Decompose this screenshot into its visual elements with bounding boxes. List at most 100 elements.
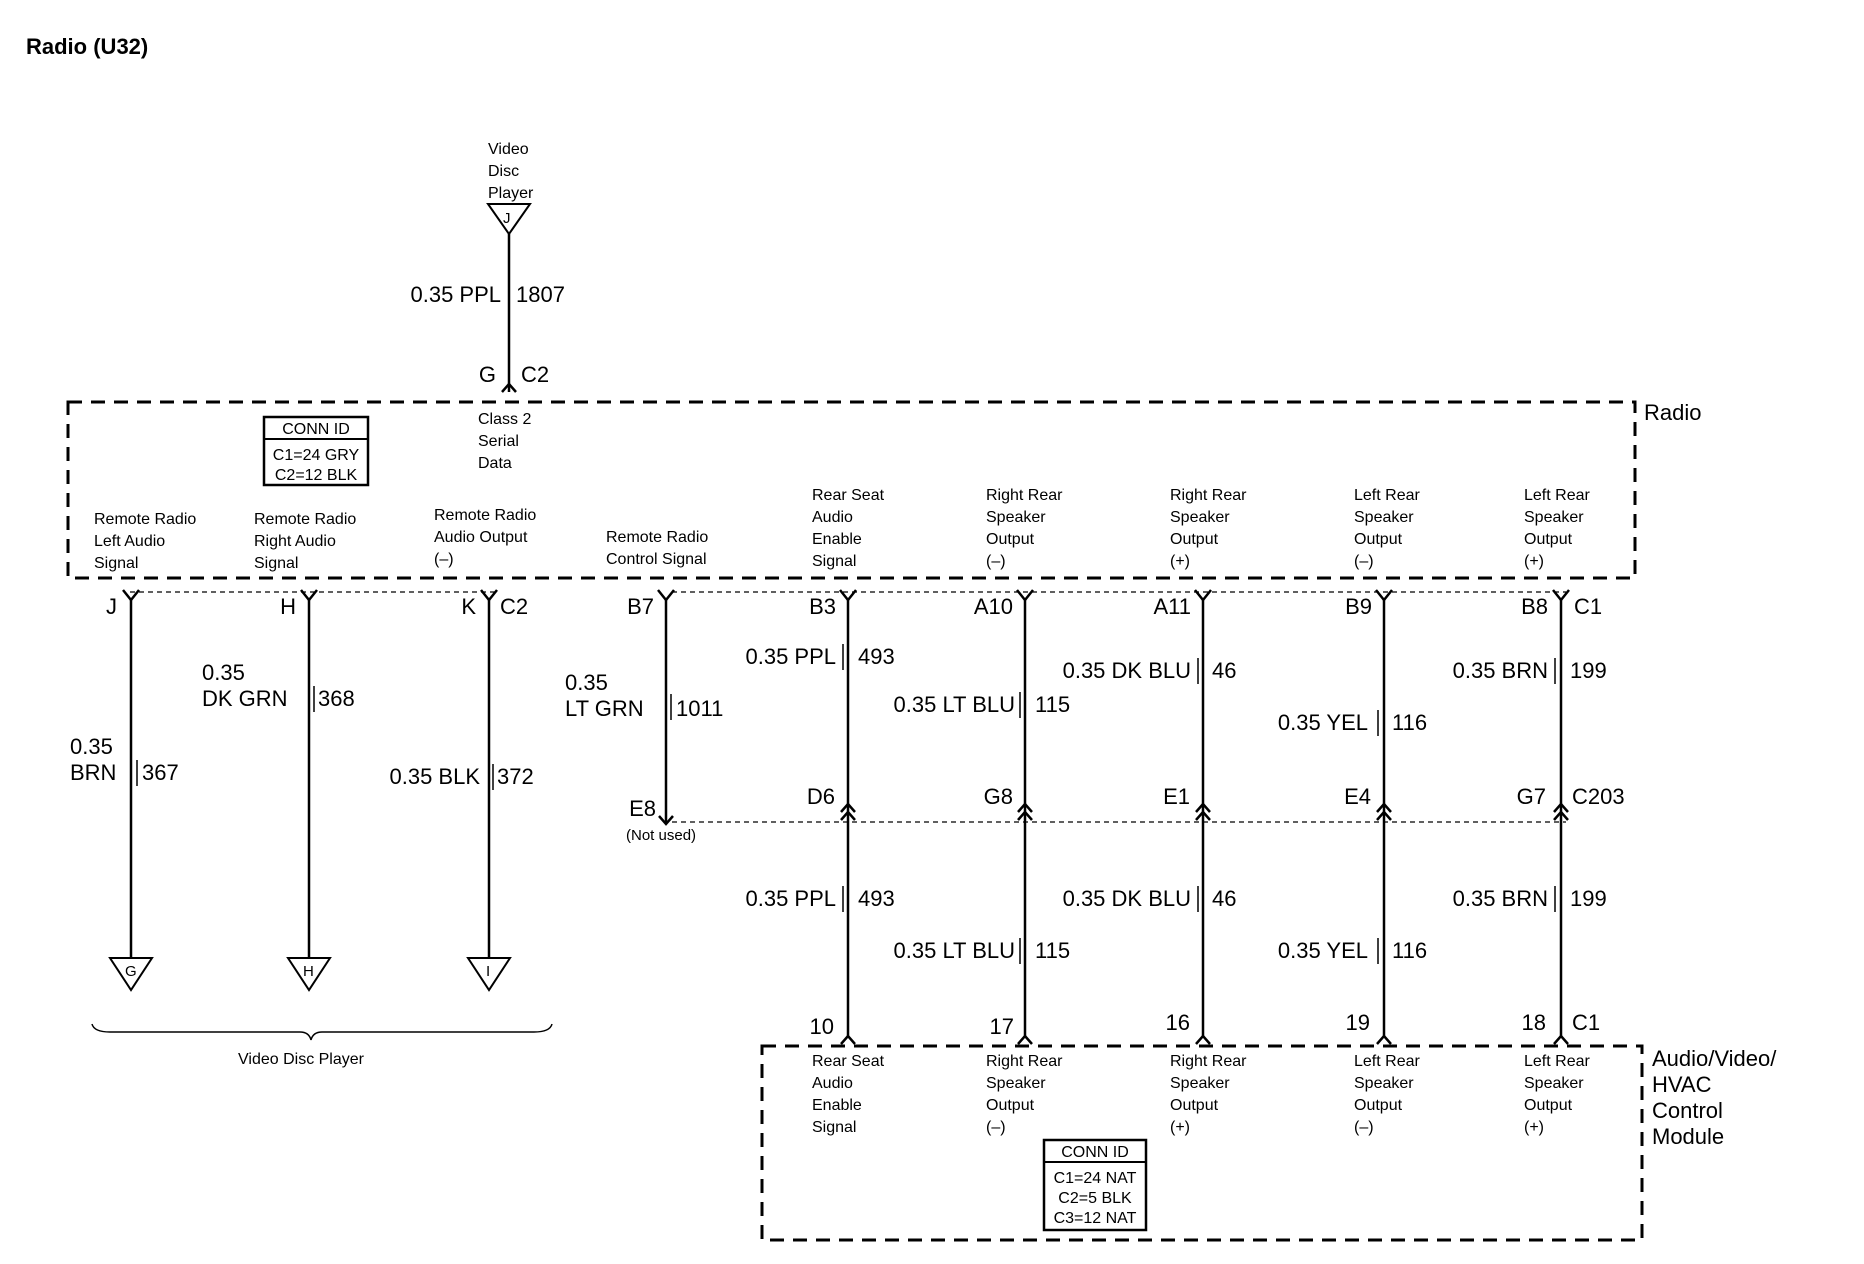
radio-signal-rr-neg: Right Rear Speaker Output (–) [986,487,1063,570]
connector-symbol [1195,802,1211,821]
wire-1807-color: 0.35 PPL [410,282,501,307]
radio-box [66,400,1637,580]
avhvac-label-line: HVAC [1652,1072,1712,1097]
avhvac-box [760,1044,1644,1242]
radio-conn-id-title: CONN ID [282,421,350,438]
avhvac-pin-16: 16 [1166,1010,1190,1035]
radio-signal-line: Control Signal [606,551,707,568]
avhvac-label-line: Control [1652,1098,1723,1123]
connector-symbol [840,1034,856,1045]
avhvac-signal-line: Speaker [1524,1075,1584,1092]
connector-symbol [1552,589,1570,603]
avhvac-pin-17: 17 [990,1014,1014,1039]
lower-wire-46-circuit: 46 [1212,886,1236,911]
avhvac-signal-line: Output [1170,1097,1219,1114]
radio-pin-k: K [461,594,476,619]
class2-line3: Data [478,455,512,472]
radio-pin-h: H [280,594,296,619]
wire-367-circuit: 367 [142,760,179,785]
avhvac-signal-line: Rear Seat [812,1053,885,1070]
lower-wire-199-color: 0.35 BRN [1453,886,1548,911]
radio-signal-line: Remote Radio [254,511,356,528]
wire-372-color: 0.35 BLK [389,764,480,789]
radio-signal-control: Remote Radio Control Signal [606,529,708,568]
avhvac-signal-line: Speaker [986,1075,1046,1092]
avhvac-signal-line: (–) [986,1119,1006,1136]
radio-signal-lr-pos: Left Rear Speaker Output (+) [1524,487,1590,570]
avhvac-conn-id-box [1042,1138,1148,1232]
vdp-terminal-i [466,957,512,992]
avhvac-signal-line: Audio [812,1075,853,1092]
radio-pin-b8: B8 [1521,594,1548,619]
avhvac-signal-rr-neg: Right Rear Speaker Output (–) [986,1053,1063,1136]
avhvac-signal-line: Left Rear [1354,1053,1420,1070]
connector-symbol [1376,1034,1392,1045]
radio-pin-b7: B7 [627,594,654,619]
c203-pin-g8: G8 [984,784,1013,809]
avhvac-conn-id-title: CONN ID [1061,1144,1129,1161]
radio-signal-right-audio: Remote Radio Right Audio Signal [254,511,356,572]
radio-pin-b3: B3 [809,594,836,619]
c203-pin-e4: E4 [1344,784,1371,809]
avhvac-signal-line: Speaker [1170,1075,1230,1092]
avhvac-pin-18: 18 [1522,1010,1546,1035]
avhvac-label: Audio/Video/ HVAC Control Module [1652,1046,1777,1149]
class2-label: Class 2 Serial Data [478,411,531,472]
radio-conn-id: CONN ID C1=24 GRY C2=12 BLK [262,415,370,487]
radio-signal-line: (–) [986,553,1006,570]
radio-signal-line: Left Rear [1354,487,1420,504]
avhvac-pin-10: 10 [810,1014,834,1039]
lower-wire-115-circuit: 115 [1035,938,1070,963]
upper-wire-493-circuit: 493 [858,644,895,669]
wire-368-circuit: 368 [318,686,355,711]
connector-symbol [300,589,318,603]
avhvac-connector-symbols [840,1034,1569,1045]
radio-signal-line: Speaker [1524,509,1584,526]
diagram-title: Radio (U32) [26,34,148,59]
c203-pin-e1: E1 [1163,784,1190,809]
avhvac-conn-id-line3: C3=12 NAT [1054,1210,1137,1227]
radio-signal-line: Signal [94,555,138,572]
connector-symbol [480,589,498,603]
avhvac-signal-line: Enable [812,1097,862,1114]
e8-connector-symbol [658,815,674,826]
avhvac-signal-line: Output [1354,1097,1403,1114]
avhvac-conn-id: CONN ID C1=24 NAT C2=5 BLK C3=12 NAT [1042,1138,1148,1232]
radio-signal-rr-pos: Right Rear Speaker Output (+) [1170,487,1247,570]
radio-label: Radio [1644,400,1701,425]
radio-signal-line: Signal [254,555,298,572]
radio-pin-a10: A10 [974,594,1013,619]
radio-signal-audio-output: Remote Radio Audio Output (–) [434,507,536,568]
vdp-top-label-line2: Disc [488,163,519,180]
avhvac-signal-line: (+) [1524,1119,1544,1136]
avhvac-signal-lr-pos: Left Rear Speaker Output (+) [1524,1053,1590,1136]
radio-conn-id-line1: C1=24 GRY [273,447,360,464]
radio-signal-line: (–) [1354,553,1374,570]
connector-symbol [1017,802,1033,821]
wire-367-color: BRN [70,760,116,785]
vdp-top-label-line3: Player [488,185,534,202]
avhvac-conn-c1: C1 [1572,1010,1600,1035]
top-conn-id: C2 [521,362,549,387]
vdp-pin-g: G [125,963,137,980]
radio-signal-line: Audio [812,509,853,526]
avhvac-signal-line: Signal [812,1119,856,1136]
radio-signal-line: Output [1170,531,1219,548]
lower-wire-46-color: 0.35 DK BLU [1063,886,1191,911]
not-used-label: (Not used) [626,827,696,844]
class2-line1: Class 2 [478,411,531,428]
connector-symbol [657,589,675,603]
radio-conn-id-box [262,415,370,487]
radio-signal-line: Right Rear [1170,487,1247,504]
c203-connector-symbols [840,802,1569,821]
connector-symbol [1553,802,1569,821]
radio-signal-line: (+) [1170,553,1190,570]
wire-368-gauge: 0.35 [202,660,245,685]
radio-signal-line: Left Rear [1524,487,1590,504]
vdp-top-pin: J [503,210,511,227]
lower-wire-116-color: 0.35 YEL [1278,938,1368,963]
top-conn-pin: G [479,362,496,387]
avhvac-signal-line: (–) [1354,1119,1374,1136]
radio-signal-line: Remote Radio [606,529,708,546]
avhvac-label-line: Module [1652,1124,1724,1149]
